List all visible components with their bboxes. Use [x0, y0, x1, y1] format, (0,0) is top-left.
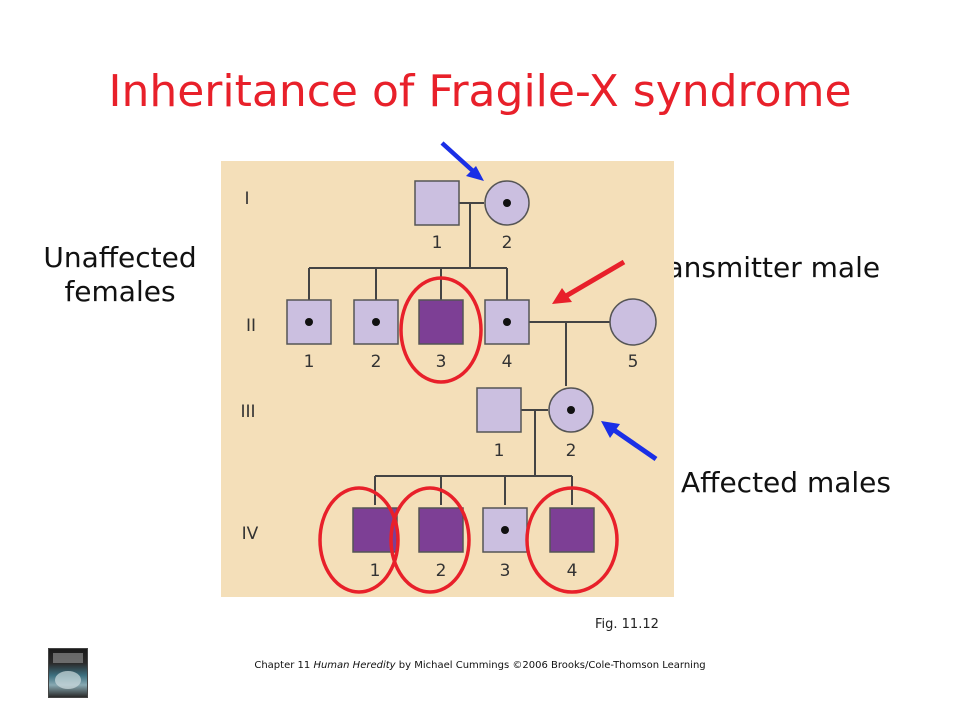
transmitter-male-label: Transmitter male — [642, 251, 881, 284]
page-title: Inheritance of Fragile-X syndrome — [108, 66, 852, 117]
highlight-ellipse-IV-1 — [318, 486, 400, 594]
blue-arrow-top — [440, 141, 484, 181]
individual-number: 5 — [628, 352, 639, 372]
figure-reference: Fig. 11.12 — [595, 617, 659, 632]
carrier-dot — [305, 318, 313, 326]
generation-label-III: III — [240, 402, 255, 422]
individual-number: 2 — [502, 233, 513, 253]
pedigree-male-II-1 — [286, 299, 332, 345]
pedigree-male-II-3-affected — [418, 299, 464, 345]
individual-number: 3 — [436, 352, 447, 372]
individual-number: 1 — [494, 441, 505, 461]
individual-number: 1 — [432, 233, 443, 253]
generation-label-I: I — [244, 189, 249, 209]
generation-label-IV: IV — [242, 524, 259, 544]
pedigree-male-III-1 — [476, 387, 522, 433]
highlight-ellipse-II-3 — [399, 276, 483, 384]
pedigree-male-IV-2-affected — [418, 507, 464, 553]
individual-number: 2 — [436, 561, 447, 581]
highlight-ellipse-IV-2 — [389, 486, 471, 594]
carrier-dot — [503, 199, 511, 207]
blue-arrow-bottom — [601, 421, 658, 462]
individual-number: 2 — [371, 352, 382, 372]
individual-number: 1 — [304, 352, 315, 372]
pedigree-male-I-1 — [414, 180, 460, 226]
generation-label-II: II — [246, 316, 256, 336]
unaffected-females-label: Unaffected females — [43, 241, 197, 308]
pedigree-female-II-5 — [609, 298, 657, 346]
individual-number: 4 — [567, 561, 578, 581]
footer-citation: Chapter 11 Human Heredity by Michael Cum… — [0, 660, 960, 671]
individual-number: 4 — [502, 352, 513, 372]
individual-number: 2 — [566, 441, 577, 461]
carrier-dot — [501, 526, 509, 534]
individual-number: 3 — [500, 561, 511, 581]
book-cover-icon — [48, 648, 88, 698]
pedigree-male-IV-4-affected — [549, 507, 595, 553]
footer-chapter: Chapter 11 — [254, 660, 311, 671]
affected-males-label: Affected males — [681, 466, 891, 499]
footer-rest: by Michael Cummings ©2006 Brooks/Cole-Th… — [398, 660, 706, 671]
carrier-dot — [372, 318, 380, 326]
carrier-dot — [503, 318, 511, 326]
footer-book-title: Human Heredity — [313, 660, 396, 671]
individual-number: 1 — [370, 561, 381, 581]
red-arrow-transmitter — [552, 259, 626, 304]
carrier-dot — [567, 406, 575, 414]
highlight-ellipse-IV-4 — [525, 486, 619, 594]
